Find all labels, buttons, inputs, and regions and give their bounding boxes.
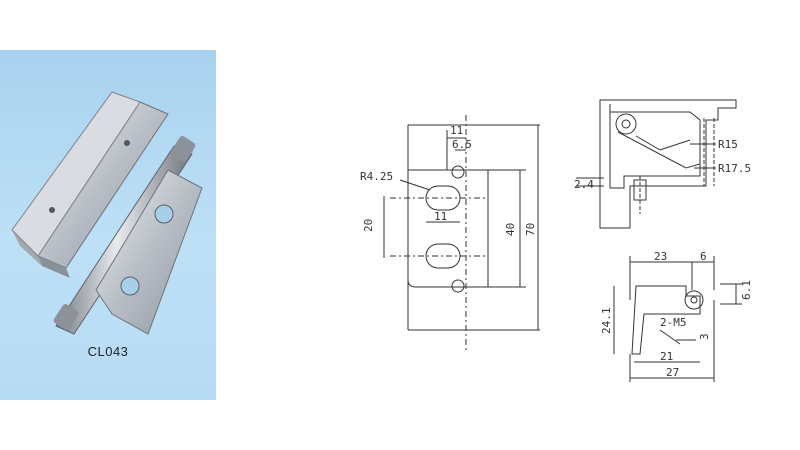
technical-drawings: 11 6.5 R4.25 20 11 40 70 R15 R17.5 2.4 2… bbox=[360, 99, 753, 382]
dim-23: 23 bbox=[654, 250, 667, 263]
dim-27: 27 bbox=[666, 366, 679, 379]
hinge-hole bbox=[120, 276, 140, 296]
product-photo-panel: CL043 bbox=[0, 50, 216, 400]
side-view-top bbox=[576, 99, 737, 229]
dim-r4-25: R4.25 bbox=[360, 170, 393, 183]
pin-hole bbox=[451, 165, 465, 179]
dim-2-m5: 2-M5 bbox=[660, 316, 687, 329]
dim-70: 70 bbox=[524, 223, 537, 236]
dim-24-1: 24.1 bbox=[600, 308, 613, 335]
dim-40: 40 bbox=[504, 223, 517, 236]
side-view-bottom bbox=[613, 256, 742, 382]
bracket-profile bbox=[599, 99, 737, 229]
hinge-hole bbox=[124, 140, 130, 146]
slot-hole bbox=[425, 243, 461, 269]
dim-11-mid: 11 bbox=[434, 210, 447, 223]
dim-11-top: 11 bbox=[450, 124, 463, 137]
dim-21: 21 bbox=[660, 350, 673, 363]
dim-6-5: 6.5 bbox=[452, 138, 472, 151]
dim-3: 3 bbox=[698, 333, 711, 340]
hinge-front-leaf bbox=[95, 169, 203, 335]
pin-hole bbox=[451, 279, 465, 293]
dim-r17-5: R17.5 bbox=[718, 162, 751, 175]
knuckle-circle bbox=[684, 290, 704, 310]
dim-6: 6 bbox=[700, 250, 707, 263]
knuckle-circle bbox=[615, 113, 637, 135]
hinge-plate-outline bbox=[407, 169, 489, 288]
product-code-label: CL043 bbox=[87, 344, 129, 359]
dim-2-4: 2.4 bbox=[574, 178, 594, 191]
dim-r15: R15 bbox=[718, 138, 738, 151]
hinge-hole bbox=[154, 204, 174, 224]
dim-6-1: 6.1 bbox=[740, 280, 753, 300]
hinge-photo bbox=[11, 91, 203, 335]
dim-20: 20 bbox=[362, 219, 375, 232]
slot-hole bbox=[425, 185, 461, 211]
hinge-hole bbox=[49, 207, 55, 213]
front-view bbox=[383, 115, 540, 350]
bracket-profile-bottom bbox=[631, 285, 701, 355]
